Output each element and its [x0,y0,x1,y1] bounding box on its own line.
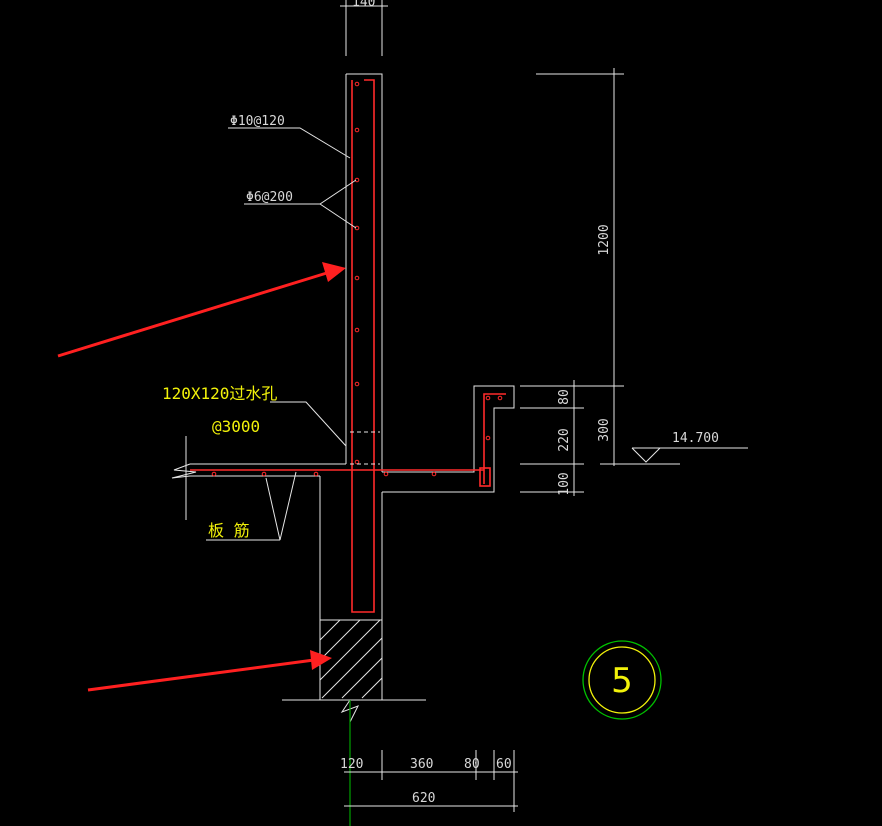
top-width-dimension: 140 [340,0,388,56]
dim-1200: 1200 [597,224,612,255]
top-width-label: 140 [352,0,375,10]
slab-rebar-label: 板 筋 [208,521,250,540]
detail-number: 5 [611,661,633,701]
drain-hole-label: 120X120过水孔 [162,384,277,403]
rebar-annotations: Φ10@120 Φ6@200 120X120过水孔 @3000 板 筋 [162,114,357,540]
rebar-1-label: Φ10@120 [230,114,285,129]
dim-360: 360 [410,757,433,772]
elevation-label: 14.700 [672,431,719,446]
annotation-arrows [57,262,346,692]
dim-80: 80 [557,389,572,405]
bottom-dimensions: 120 360 80 60 620 [340,700,518,826]
dim-300: 300 [597,418,612,441]
dim-60: 60 [496,757,512,772]
rebar [190,79,506,613]
dim-620: 620 [412,791,435,806]
dim-100: 100 [557,472,572,495]
dim-220: 220 [557,428,572,451]
arrow-lower [87,650,332,692]
drain-hole-spacing: @3000 [212,417,260,436]
arrow-upper [57,262,346,358]
elevation-mark: 14.700 [614,431,748,465]
masonry-wall [282,619,426,723]
right-dimensions: 1200 300 80 220 100 [520,68,624,496]
dim-80-bottom: 80 [464,757,480,772]
concrete-outline [171,73,515,620]
dim-120: 120 [340,757,363,772]
detail-marker: 5 [582,640,662,720]
rebar-2-label: Φ6@200 [246,190,293,205]
